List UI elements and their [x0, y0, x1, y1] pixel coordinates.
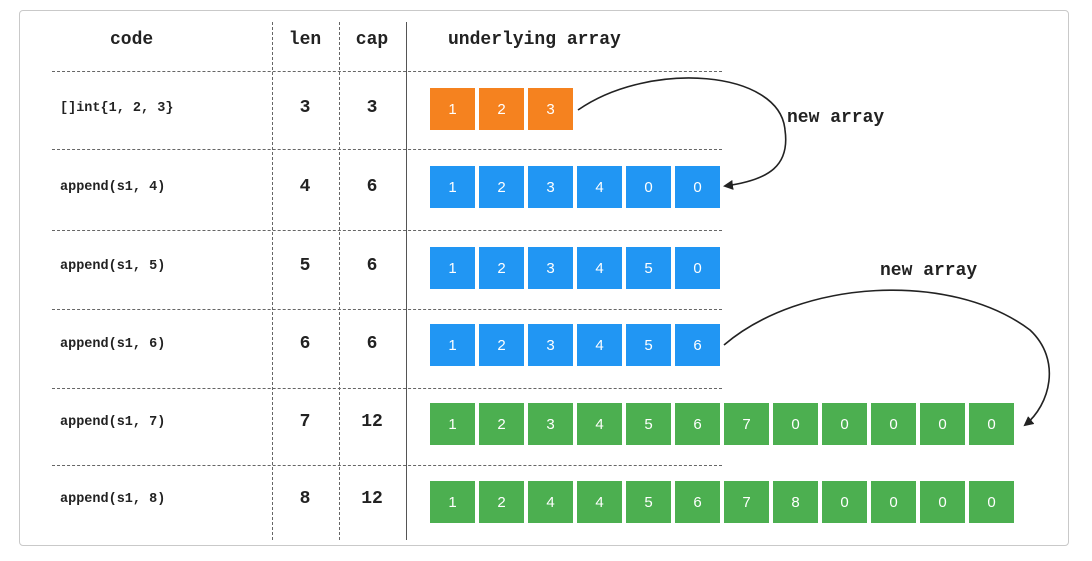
array-cell: 8: [773, 481, 820, 523]
array-cell: 0: [675, 166, 722, 208]
row-len: 3: [299, 98, 311, 118]
row-len: 8: [299, 489, 311, 509]
row-separator: [52, 149, 722, 150]
array-cell: 0: [871, 403, 918, 445]
row-separator: [52, 230, 722, 231]
array-cell: 2: [479, 403, 526, 445]
row-code: append(s1, 7): [60, 415, 166, 430]
row-separator: [52, 465, 722, 466]
row-separator: [52, 309, 722, 310]
array-cell: 5: [626, 324, 673, 366]
row-cap: 3: [366, 98, 378, 118]
array-cell: 0: [969, 481, 1016, 523]
row-len: 4: [299, 177, 311, 197]
array-cell: 0: [969, 403, 1016, 445]
array-cell: 4: [577, 403, 624, 445]
new-array-label: new array: [880, 261, 978, 281]
array-cell: 4: [577, 324, 624, 366]
array-cell: 3: [528, 88, 575, 130]
array-cell: 0: [822, 403, 869, 445]
array-cell: 1: [430, 403, 477, 445]
array-cell: 7: [724, 481, 771, 523]
row-code: append(s1, 8): [60, 492, 166, 507]
row-len: 6: [299, 334, 311, 354]
array-cell: 2: [479, 88, 526, 130]
array-cell: 1: [430, 324, 477, 366]
array-cell: 0: [920, 481, 967, 523]
array-cell: 7: [724, 403, 771, 445]
array-cell: 3: [528, 403, 575, 445]
divider-cap-array: [406, 22, 407, 540]
array-cell: 2: [479, 247, 526, 289]
array-cell: 0: [920, 403, 967, 445]
array-cell: 1: [430, 247, 477, 289]
array-cell: 0: [871, 481, 918, 523]
row-cap: 6: [366, 334, 378, 354]
row-len: 5: [299, 256, 311, 276]
array-cell: 6: [675, 324, 722, 366]
row-cap: 6: [366, 256, 378, 276]
header-cap: cap: [355, 30, 389, 50]
array-cell: 0: [626, 166, 673, 208]
array-cell: 5: [626, 403, 673, 445]
row-cap: 12: [361, 412, 383, 432]
row-cap: 12: [361, 489, 383, 509]
array-cell: 1: [430, 166, 477, 208]
row-len: 7: [299, 412, 311, 432]
row-cap: 6: [366, 177, 378, 197]
array-cell: 5: [626, 247, 673, 289]
array-cell: 2: [479, 166, 526, 208]
row-separator: [52, 71, 722, 72]
array-cell: 2: [479, 324, 526, 366]
row-code: []int{1, 2, 3}: [60, 101, 174, 116]
array-cell: 3: [528, 324, 575, 366]
divider-code-len: [272, 22, 273, 540]
divider-len-cap: [339, 22, 340, 540]
row-code: append(s1, 5): [60, 259, 166, 274]
array-cell: 0: [675, 247, 722, 289]
new-array-arrow: [723, 289, 1051, 427]
array-cell: 4: [577, 166, 624, 208]
array-cell: 0: [773, 403, 820, 445]
row-code: append(s1, 4): [60, 180, 166, 195]
row-code: append(s1, 6): [60, 337, 166, 352]
array-cell: 5: [626, 481, 673, 523]
array-cell: 4: [528, 481, 575, 523]
array-cell: 4: [577, 481, 624, 523]
header-len: len: [288, 30, 322, 50]
new-array-arrow: [577, 77, 787, 190]
header-underlying-array: underlying array: [448, 30, 621, 50]
header-code: code: [110, 30, 154, 50]
array-cell: 6: [675, 403, 722, 445]
array-cell: 3: [528, 166, 575, 208]
array-cell: 6: [675, 481, 722, 523]
array-cell: 1: [430, 88, 477, 130]
array-cell: 4: [577, 247, 624, 289]
array-cell: 2: [479, 481, 526, 523]
row-separator: [52, 388, 722, 389]
new-array-label: new array: [787, 108, 885, 128]
array-cell: 3: [528, 247, 575, 289]
array-cell: 0: [822, 481, 869, 523]
array-cell: 1: [430, 481, 477, 523]
